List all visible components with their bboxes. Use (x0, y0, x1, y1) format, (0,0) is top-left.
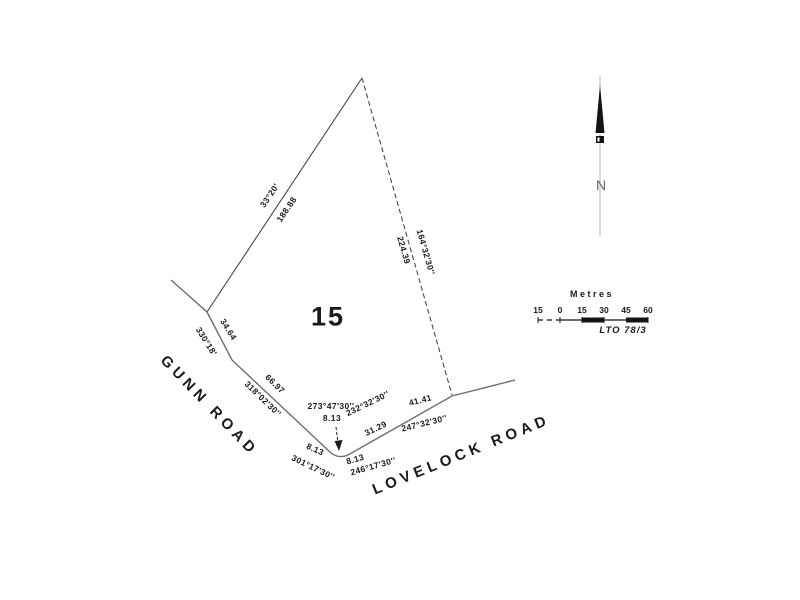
scale-tick-label: 60 (643, 305, 653, 315)
scale-tick-label: 15 (533, 305, 543, 315)
road-name-gunn: GUNN ROAD (157, 352, 262, 459)
corner-leader-line (335, 426, 339, 444)
distance-corner-left: 8.13 (305, 441, 326, 458)
north-arrow: N (595, 76, 606, 236)
distance-south-east: 41.41 (408, 392, 433, 407)
scale-tick-label: 30 (599, 305, 609, 315)
scale-tick-label: 0 (558, 305, 563, 315)
bearing-ne: 164°32'30'' (415, 228, 438, 276)
distance-corner-arrowed: 8.13 (323, 413, 341, 423)
lot-number: 15 (311, 301, 345, 331)
distance-ne: 224.39 (395, 235, 412, 265)
north-arrow-head-icon (595, 85, 605, 133)
bearing-south-east: 247°32'30'' (400, 413, 448, 434)
road-name-lovelock: LOVELOCK ROAD (370, 411, 553, 498)
north-arrow-base-notch (597, 137, 600, 142)
scale-bar: Metres 15 0 15 30 45 60 LTO 78/3 (533, 289, 653, 336)
corner-leader-arrowhead-icon (334, 440, 343, 451)
scale-bar-block (626, 317, 648, 323)
bearing-west-upper: 330°18' (194, 325, 219, 357)
bearing-corner-arrowed: 273°47'30'' (308, 401, 355, 411)
north-label: N (596, 177, 606, 193)
bearing-corner-left: 301°17'30'' (290, 453, 337, 483)
parcel-edge-ne-dashed (361, 77, 453, 396)
distance-corner-right: 8.13 (345, 452, 365, 467)
parcel-edge-nw (206, 77, 363, 313)
distance-nw: 188.88 (274, 195, 298, 224)
scale-bar-title: Metres (570, 289, 614, 299)
north-arrow-base-icon (596, 136, 604, 143)
scale-tick-label: 45 (621, 305, 631, 315)
scale-bar-block (582, 317, 604, 323)
scale-tick-label: 15 (577, 305, 587, 315)
plan-reference: LTO 78/3 (599, 325, 646, 336)
road-frontage-boundary (170, 279, 516, 458)
